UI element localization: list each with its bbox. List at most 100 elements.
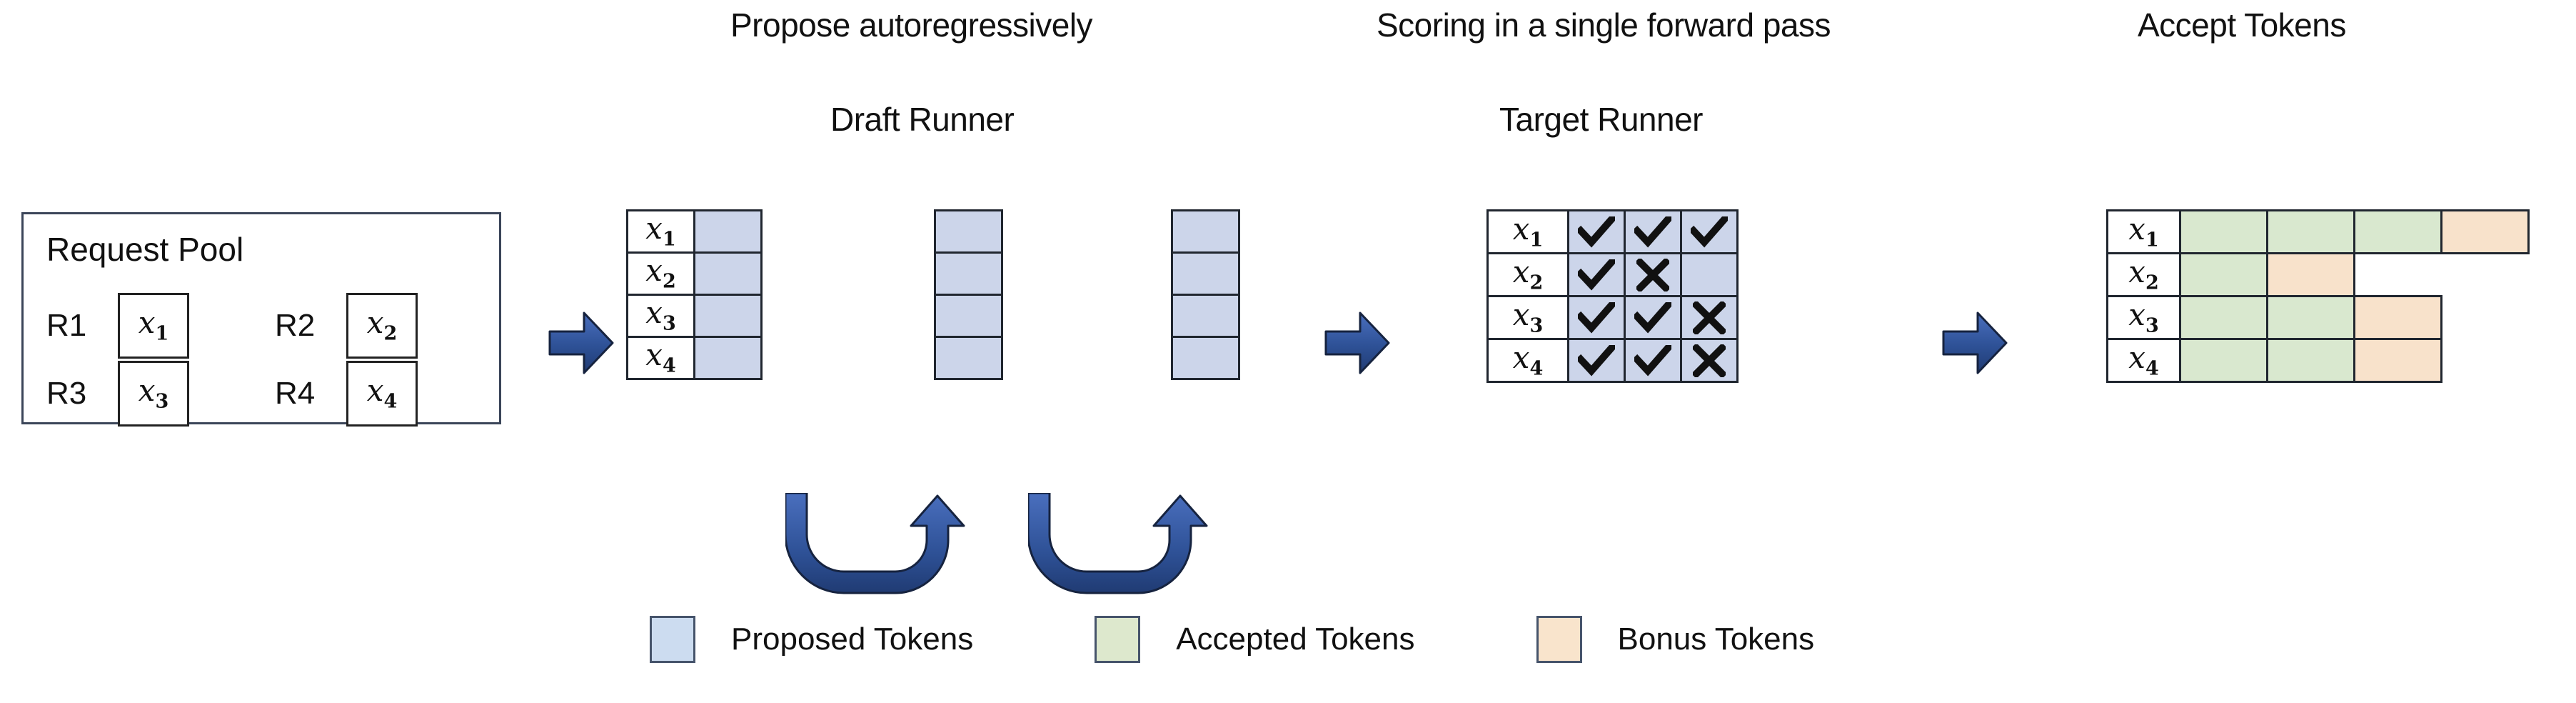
bonus-tokens-swatch <box>1536 616 1582 663</box>
check-icon <box>1578 344 1615 376</box>
accepted-token-cell <box>2266 209 2355 254</box>
token-subscript: 2 <box>2145 271 2159 294</box>
cross-icon <box>1693 344 1726 377</box>
score-cell-check <box>1567 209 1626 254</box>
score-cell-check <box>1624 209 1682 254</box>
check-icon <box>1634 301 1671 333</box>
request-label-r3: R3 <box>46 376 87 411</box>
request-token-box-r2: x2 <box>346 293 418 359</box>
accepted-token-cell <box>2266 338 2355 383</box>
request-token-box-r4: x4 <box>346 361 418 427</box>
proposed-token-cell <box>934 294 1003 338</box>
label-draft-runner: Draft Runner <box>830 101 1015 138</box>
token-letter: x <box>645 337 663 373</box>
score-cell-cross <box>1680 338 1739 383</box>
accepted-tokens-swatch <box>1095 616 1141 663</box>
proposed-tokens-swatch <box>650 616 695 663</box>
score-cell-check <box>1567 252 1626 297</box>
draft-row-label: x3 <box>626 294 695 338</box>
target-row-label: x2 <box>1486 252 1569 297</box>
token-letter: x <box>138 373 156 409</box>
request-item-r3: R3 x3 <box>46 361 189 427</box>
flow-arrow-pool-to-draft <box>548 311 614 374</box>
token-subscript: 1 <box>1529 229 1544 251</box>
token-subscript: 3 <box>1529 314 1544 337</box>
score-cell-check <box>1680 209 1739 254</box>
draft-runner-step-3 <box>1171 209 1240 380</box>
heading-accept-tokens: Accept Tokens <box>2138 6 2346 44</box>
draft-row-label: x2 <box>626 251 695 296</box>
legend-label-accepted: Accepted Tokens <box>1176 622 1415 657</box>
accept-row: x4 <box>2106 338 2530 383</box>
target-runner-grid: x1 x2 <box>1486 209 1739 383</box>
request-item-r2: R2 x2 <box>275 293 418 359</box>
token-subscript: 3 <box>662 312 676 335</box>
proposed-token-cell <box>693 294 763 338</box>
score-cell-empty <box>1680 252 1739 297</box>
check-icon <box>1578 216 1615 247</box>
proposed-token-cell <box>1171 336 1240 380</box>
request-label-r4: R4 <box>275 376 316 411</box>
draft-label-column: x1 x2 x3 x4 <box>626 209 695 380</box>
accepted-token-cell <box>2179 252 2268 297</box>
target-row-label: x1 <box>1486 209 1569 254</box>
legend-label-proposed: Proposed Tokens <box>731 622 974 657</box>
token-subscript: 2 <box>383 322 398 345</box>
legend-item-bonus: Bonus Tokens <box>1536 616 1815 663</box>
accept-row-label: x2 <box>2106 252 2181 297</box>
legend-item-proposed: Proposed Tokens <box>650 616 973 663</box>
proposed-token-cell <box>1171 209 1240 254</box>
check-icon <box>1634 344 1671 376</box>
request-label-r1: R1 <box>46 308 87 343</box>
accepted-token-cell <box>2179 338 2268 383</box>
loop-arrow-step1-to-step2 <box>785 493 965 594</box>
bonus-token-cell <box>2353 295 2442 340</box>
accept-row: x3 <box>2106 295 2530 340</box>
token-letter: x <box>645 295 663 331</box>
token-letter: x <box>2128 254 2145 289</box>
draft-proposed-column-1 <box>693 209 763 380</box>
flow-arrow-draft-to-target <box>1324 311 1390 374</box>
token-letter: x <box>366 305 384 341</box>
check-icon <box>1691 216 1728 247</box>
token-letter: x <box>1512 211 1530 246</box>
token-subscript: 4 <box>1529 357 1544 380</box>
target-row-label: x3 <box>1486 295 1569 340</box>
score-cell-check <box>1567 295 1626 340</box>
legend-label-bonus: Bonus Tokens <box>1617 622 1815 657</box>
score-cell-cross <box>1680 295 1739 340</box>
request-token-box-r3: x3 <box>118 361 189 427</box>
request-token-box-r1: x1 <box>118 293 189 359</box>
request-pool-title: Request Pool <box>46 231 244 268</box>
check-icon <box>1578 301 1615 333</box>
bonus-token-cell <box>2353 338 2442 383</box>
request-pool-panel: Request Pool R1 x1 R2 x2 R3 x3 <box>21 212 501 427</box>
score-cell-check <box>1567 338 1626 383</box>
token-subscript: 2 <box>662 270 676 293</box>
token-subscript: 2 <box>1529 271 1544 294</box>
token-letter: x <box>138 305 156 341</box>
accepted-token-cell <box>2353 209 2442 254</box>
token-subscript: 1 <box>155 322 169 345</box>
token-subscript: 3 <box>2145 314 2159 337</box>
token-letter: x <box>1512 254 1530 289</box>
cross-icon <box>1636 258 1669 291</box>
check-icon <box>1634 216 1671 247</box>
proposed-token-cell <box>934 336 1003 380</box>
flow-arrow-target-to-accept <box>1942 311 2008 374</box>
request-item-r4: R4 x4 <box>275 361 418 427</box>
token-subscript: 4 <box>2145 357 2159 380</box>
accept-row: x2 <box>2106 252 2530 297</box>
accept-row: x1 <box>2106 209 2530 254</box>
token-letter: x <box>645 253 663 289</box>
legend: Proposed Tokens Accepted Tokens Bonus To… <box>650 616 1814 663</box>
target-row: x2 <box>1486 252 1739 297</box>
token-variable: x4 <box>366 373 397 412</box>
token-variable: x2 <box>366 305 398 345</box>
token-subscript: 1 <box>2145 229 2159 251</box>
token-subscript: 1 <box>662 228 676 251</box>
heading-propose-autoregressively: Propose autoregressively <box>730 6 1093 44</box>
cross-icon <box>1693 301 1726 334</box>
token-letter: x <box>366 373 384 409</box>
target-row: x1 <box>1486 209 1739 254</box>
